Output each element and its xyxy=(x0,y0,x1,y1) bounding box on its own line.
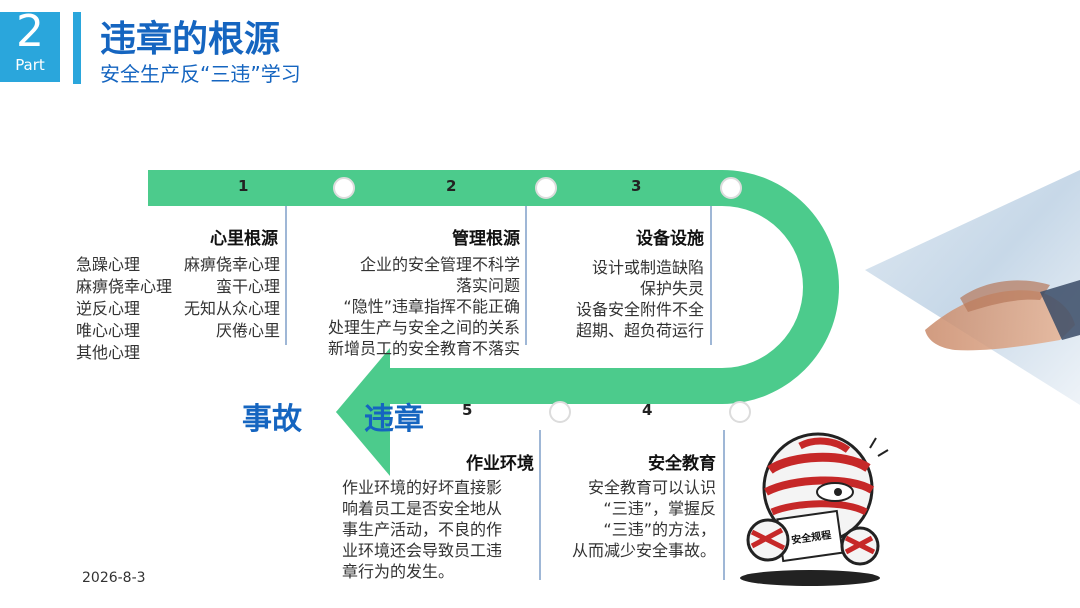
node-circle xyxy=(535,177,557,199)
list-item: 业环境还会导致员工违 xyxy=(342,541,503,560)
node-circle xyxy=(333,177,355,199)
list-item: 章行为的发生。 xyxy=(342,562,455,581)
step-number-5: 5 xyxy=(462,401,473,419)
list-item: 超期、超负荷运行 xyxy=(575,321,704,340)
step-number-1: 1 xyxy=(238,177,249,195)
step-heading-4: 安全教育 xyxy=(648,454,716,474)
result-label: 事故 xyxy=(242,402,302,437)
list-item: 设备安全附件不全 xyxy=(575,300,704,319)
step-heading-2: 管理根源 xyxy=(452,229,520,249)
page-title: 违章的根源 xyxy=(100,19,281,60)
list-item: 无知从众心理 xyxy=(183,299,280,318)
list-item: 作业环境的好坏直接影 xyxy=(342,478,503,497)
step-heading-3: 设备设施 xyxy=(636,229,704,249)
page-subtitle: 安全生产反“三违”学习 xyxy=(100,62,301,86)
list-item: 厌倦心里 xyxy=(215,321,280,340)
list-item: 麻痹侥幸心理 xyxy=(183,255,280,274)
list-item: 保护失灵 xyxy=(639,279,704,298)
footer-date: 2026-8-3 xyxy=(82,570,146,586)
node-circle xyxy=(729,401,751,423)
arrow-label: 违章 xyxy=(364,402,424,437)
list-item: 逆反心理 xyxy=(76,299,141,318)
node-circle xyxy=(720,177,742,199)
node-circles xyxy=(333,177,751,423)
list-item: 从而减少安全事故。 xyxy=(571,541,716,560)
part-number: 2 xyxy=(16,6,44,57)
title-divider xyxy=(73,12,81,84)
list-item: 其他心理 xyxy=(76,343,141,362)
list-item: 急躁心理 xyxy=(76,255,141,274)
bandaged-worker-illustration: 安全规程 xyxy=(740,432,889,586)
list-item: “三违”，掌握反 xyxy=(603,499,716,518)
list-item: 处理生产与安全之间的关系 xyxy=(327,318,520,337)
step-body-3: 设计或制造缺陷 保护失灵 设备安全附件不全 超期、超负荷运行 xyxy=(540,257,704,341)
part-badge xyxy=(0,12,60,82)
step-body-4: 安全教育可以认识 “三违”，掌握反 “三违”的方法， 从而减少安全事故。 xyxy=(548,477,716,561)
column-dividers xyxy=(285,206,725,580)
step-body-1: 急躁心理麻痹侥幸心理 麻痹侥幸心理蛮干心理 逆反心理无知从众心理 唯心心理厌倦心… xyxy=(76,254,280,364)
step-body-5: 作业环境的好坏直接影 响着员工是否安全地从 事生产活动，不良的作 业环境还会导致… xyxy=(342,477,532,582)
step-number-3: 3 xyxy=(631,177,642,195)
step-body-2: 企业的安全管理不科学 落实问题 “隐性”违章指挥不能正确 处理生产与安全之间的关… xyxy=(296,254,520,359)
list-item: 落实问题 xyxy=(455,276,520,295)
list-item: 设计或制造缺陷 xyxy=(591,258,704,277)
list-item: “三违”的方法， xyxy=(603,520,716,539)
list-item: 唯心心理 xyxy=(76,321,141,340)
node-circle xyxy=(549,401,571,423)
list-item: 响着员工是否安全地从 xyxy=(342,499,503,518)
list-item: 企业的安全管理不科学 xyxy=(359,255,520,274)
step-heading-1: 心里根源 xyxy=(210,229,278,249)
list-item: 麻痹侥幸心理 xyxy=(76,277,173,296)
list-item: 蛮干心理 xyxy=(215,277,280,296)
handshake-photo xyxy=(865,170,1080,405)
step-number-2: 2 xyxy=(446,177,457,195)
part-label: Part xyxy=(15,56,45,74)
flow-track xyxy=(148,170,839,476)
list-item: 新增员工的安全教育不落实 xyxy=(327,339,520,358)
list-item: “隐性”违章指挥不能正确 xyxy=(343,297,520,316)
step-number-4: 4 xyxy=(642,401,653,419)
list-item: 安全教育可以认识 xyxy=(587,478,716,497)
list-item: 事生产活动，不良的作 xyxy=(342,520,503,539)
step-heading-5: 作业环境 xyxy=(466,454,534,474)
